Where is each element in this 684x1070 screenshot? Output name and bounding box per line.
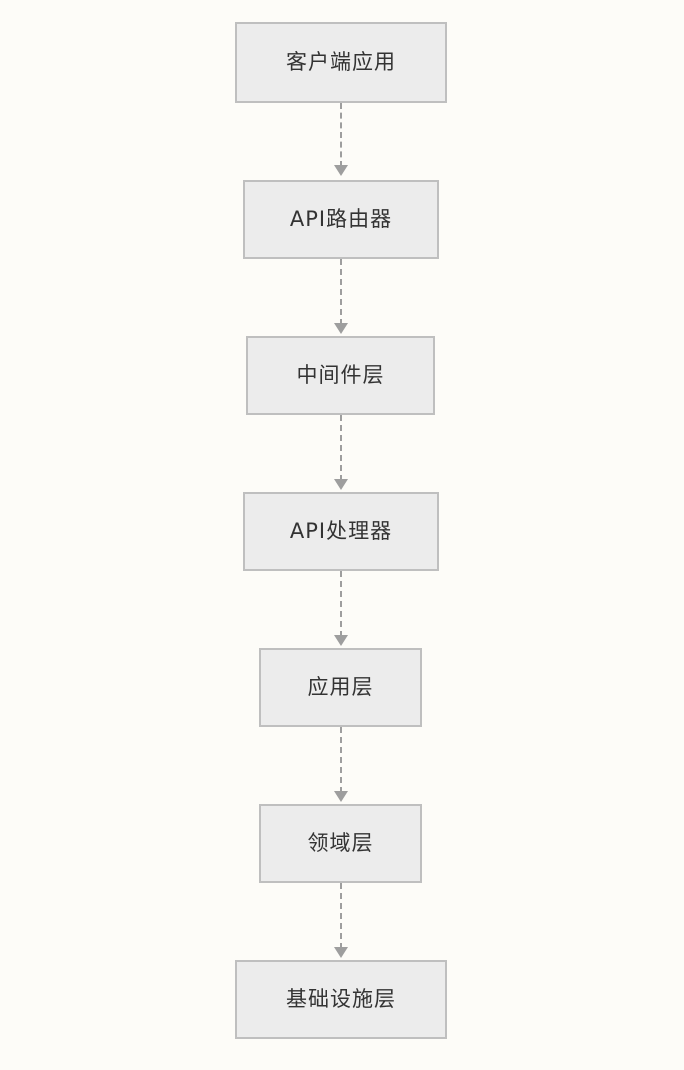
flow-node-label: 基础设施层 bbox=[286, 987, 396, 1011]
flow-node-label: API路由器 bbox=[289, 207, 393, 231]
flow-node-application[interactable]: 应用层 bbox=[259, 648, 422, 727]
flow-edge-api-handler-to-application bbox=[340, 571, 342, 637]
arrowhead-icon bbox=[334, 947, 348, 958]
arrowhead-icon bbox=[334, 791, 348, 802]
arrowhead-icon bbox=[334, 635, 348, 646]
flow-node-domain[interactable]: 领域层 bbox=[259, 804, 422, 883]
flow-node-label: 应用层 bbox=[307, 675, 374, 699]
flow-node-api-handler[interactable]: API处理器 bbox=[243, 492, 439, 571]
arrowhead-icon bbox=[334, 479, 348, 490]
flow-node-infrastructure[interactable]: 基础设施层 bbox=[235, 960, 447, 1039]
flow-edge-application-to-domain bbox=[340, 727, 342, 793]
flow-edge-middleware-to-api-handler bbox=[340, 415, 342, 481]
flow-node-label: API处理器 bbox=[289, 519, 393, 543]
flow-node-label: 领域层 bbox=[307, 831, 374, 855]
flow-node-label: 中间件层 bbox=[296, 363, 385, 387]
arrowhead-icon bbox=[334, 323, 348, 334]
flow-edge-client-app-to-api-router bbox=[340, 103, 342, 167]
flow-node-api-router[interactable]: API路由器 bbox=[243, 180, 439, 259]
flow-node-middleware[interactable]: 中间件层 bbox=[246, 336, 435, 415]
arrowhead-icon bbox=[334, 165, 348, 176]
flow-edge-api-router-to-middleware bbox=[340, 259, 342, 325]
flow-node-client-app[interactable]: 客户端应用 bbox=[235, 22, 447, 103]
flow-edge-domain-to-infrastructure bbox=[340, 883, 342, 949]
flow-node-label: 客户端应用 bbox=[286, 50, 396, 74]
